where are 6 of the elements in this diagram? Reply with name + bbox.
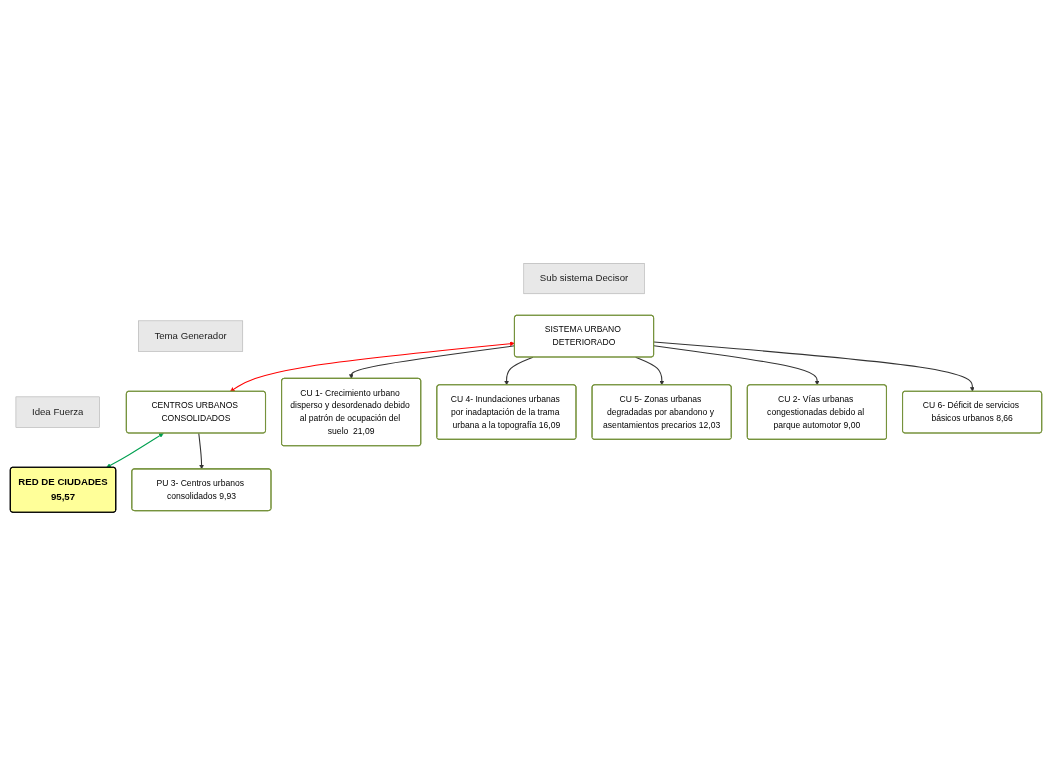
node-box: Sub sistema Decisor xyxy=(523,263,645,295)
arrow xyxy=(197,432,204,470)
arrow xyxy=(105,433,164,468)
node-box: Tema Generador xyxy=(137,320,243,352)
arrow xyxy=(503,356,533,386)
node-box: Idea Fuerza xyxy=(15,396,100,428)
